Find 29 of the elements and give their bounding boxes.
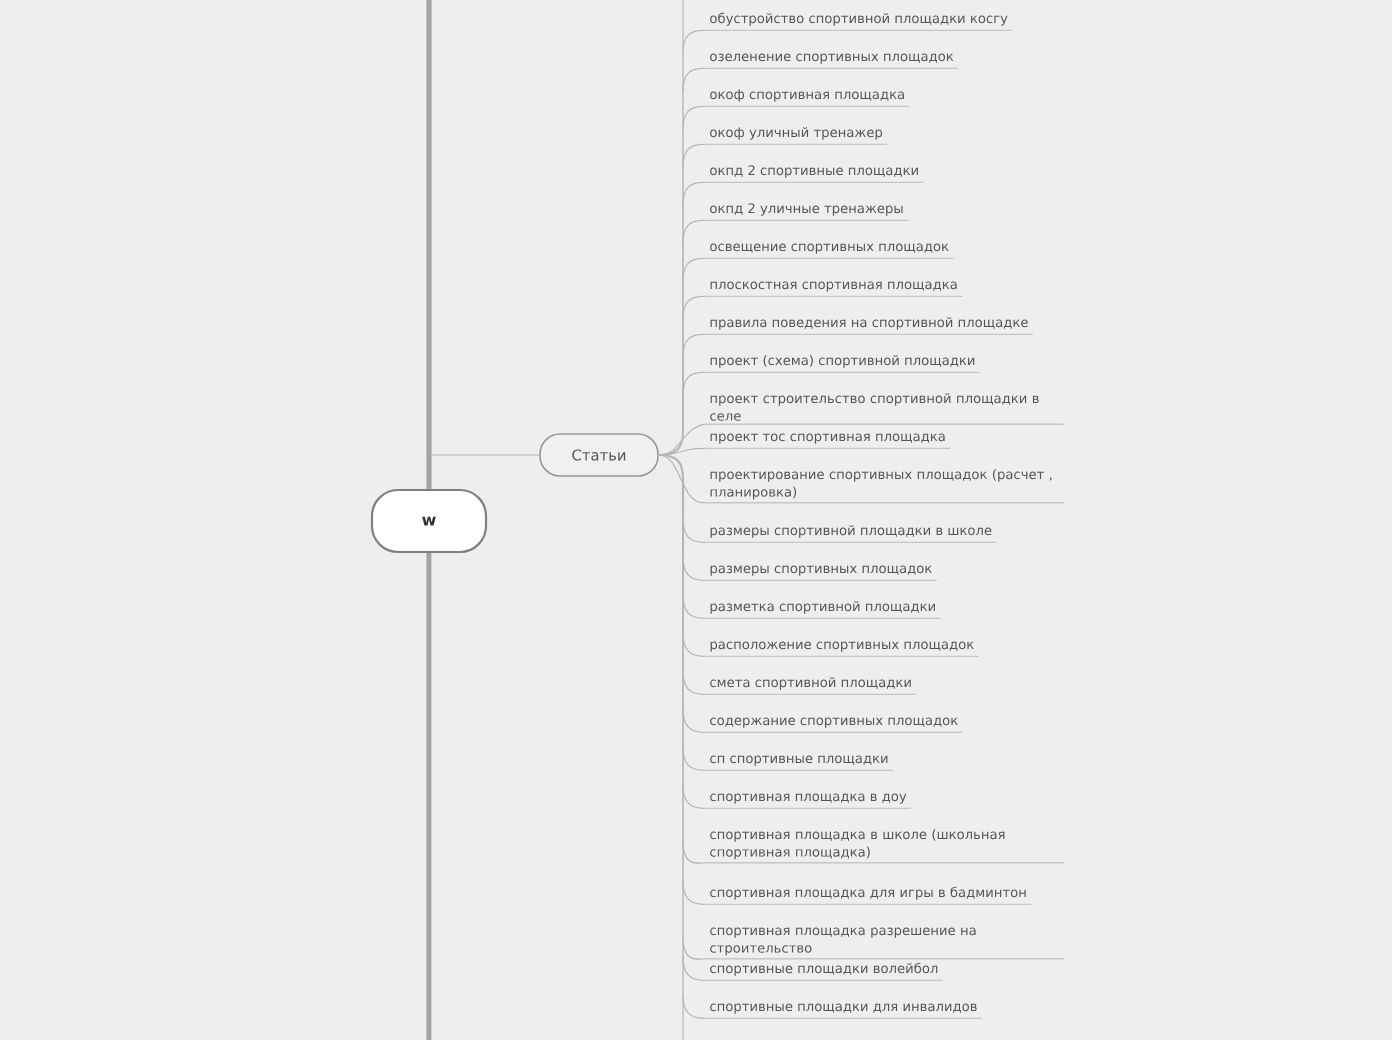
connector-line xyxy=(682,91,684,131)
connector-line xyxy=(682,0,684,55)
connector-line xyxy=(682,840,684,881)
central-topic-box: w xyxy=(370,488,488,554)
connector-line xyxy=(658,454,706,504)
connector-line xyxy=(682,745,684,785)
connector-line xyxy=(682,518,685,556)
connector-line xyxy=(682,53,684,93)
connector-line xyxy=(426,455,432,489)
connector-line xyxy=(682,993,684,1040)
connector-line xyxy=(682,243,684,283)
connector-line xyxy=(682,129,684,169)
connector-line xyxy=(682,281,684,321)
connector-line xyxy=(682,707,684,747)
connector-line xyxy=(682,205,684,245)
connector-line xyxy=(682,167,684,207)
connector-line xyxy=(682,669,684,709)
connector-line xyxy=(426,553,432,1040)
connector-line xyxy=(682,631,684,671)
connector-line xyxy=(682,593,684,633)
connector-line xyxy=(682,319,684,359)
connector-line xyxy=(682,955,684,995)
connector-line xyxy=(682,879,684,938)
connector-line xyxy=(426,0,432,455)
connector-line xyxy=(658,453,685,518)
connector-line xyxy=(682,783,684,842)
connector-line xyxy=(682,555,684,595)
connector-line xyxy=(682,357,684,397)
connector-line xyxy=(682,936,684,957)
